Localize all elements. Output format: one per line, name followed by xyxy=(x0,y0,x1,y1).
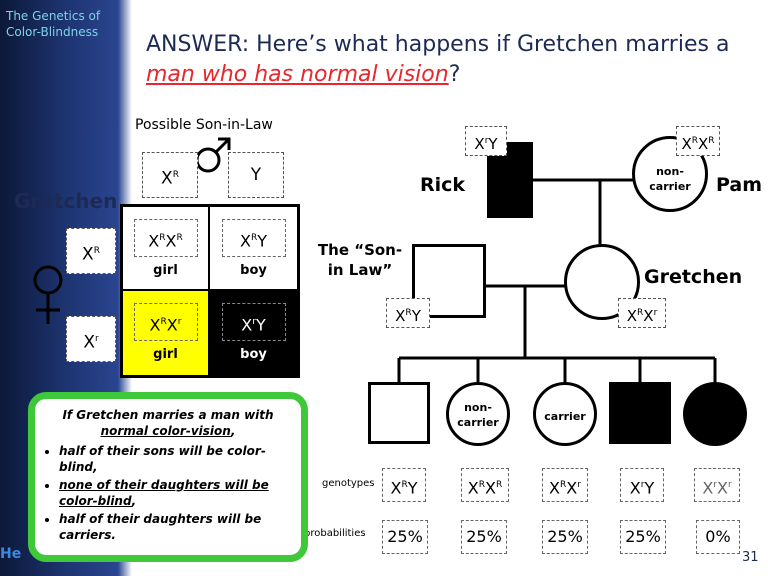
father-allele-1: XR xyxy=(142,152,198,198)
child-2-status: non-carrier xyxy=(457,401,499,429)
child-4-genotype: XrY xyxy=(620,468,664,502)
callout-bullet: half of their daughters will be carriers… xyxy=(59,511,301,543)
mother-allele-2: Xr xyxy=(66,316,116,362)
child-1-genotype: XRY xyxy=(382,468,426,502)
title-suffix: ? xyxy=(448,62,461,87)
callout-bullet: half of their sons will be color-blind, xyxy=(59,443,301,475)
gretchen-genotype: XRXr xyxy=(618,298,666,328)
child-2-circle xyxy=(446,382,510,446)
genotypes-row-label: genotypes xyxy=(322,478,375,489)
page-number: 31 xyxy=(742,550,759,565)
summary-callout: If Gretchen marries a man with normal co… xyxy=(28,392,308,562)
probabilities-row-label: probabilities xyxy=(304,528,366,539)
child-1-probability: 25% xyxy=(382,520,428,554)
child-2-genotype: XRXR xyxy=(461,468,509,502)
rick-genotype: XrY xyxy=(465,126,507,156)
callout-title-text: If Gretchen marries a man with xyxy=(62,408,274,422)
child-1-square xyxy=(368,382,430,444)
child-3-circle xyxy=(533,382,597,446)
punnett-heading: Possible Son-in-Law xyxy=(135,117,273,133)
title-link[interactable]: man who has normal vision xyxy=(146,62,449,87)
child-5-genotype: XrXr xyxy=(694,468,740,502)
callout-title: If Gretchen marries a man with normal co… xyxy=(62,408,274,438)
child-3-status: carrier xyxy=(544,410,586,423)
child-2-probability: 25% xyxy=(461,520,507,554)
sidebar-logo-fragment: He xyxy=(0,546,22,562)
rick-name: Rick xyxy=(420,174,466,196)
pam-name: Pam xyxy=(716,174,763,196)
gretchen-name: Gretchen xyxy=(644,266,743,288)
child-4-probability: 25% xyxy=(620,520,666,554)
callout-title-underline: normal color-vision xyxy=(100,424,231,438)
child-3-genotype: XRXr xyxy=(542,468,588,502)
slide-title: ANSWER: Here’s what happens if Gretchen … xyxy=(146,30,756,90)
sidebar-title: The Genetics of Color-Blindness xyxy=(6,9,101,39)
callout-bullet: none of their daughters will be color-bl… xyxy=(59,477,301,509)
mother-allele-1: XR xyxy=(66,228,116,274)
child-5-probability: 0% xyxy=(696,520,740,554)
pam-genotype: XRXR xyxy=(676,126,720,156)
child-3-probability: 25% xyxy=(542,520,588,554)
child-5-circle xyxy=(683,382,747,446)
son-in-law-genotype: XRY xyxy=(386,298,430,328)
child-4-square xyxy=(609,382,671,444)
father-allele-2: Y xyxy=(228,152,284,198)
title-prefix: ANSWER: Here’s what happens if Gretchen … xyxy=(146,32,730,57)
pam-status: non-carrier xyxy=(649,165,691,193)
mother-label: Gretchen xyxy=(14,189,118,213)
female-symbol-icon xyxy=(33,265,63,324)
callout-list: half of their sons will be color-blind, … xyxy=(35,443,301,543)
son-in-law-name: The “Son-in Law” xyxy=(317,241,403,279)
